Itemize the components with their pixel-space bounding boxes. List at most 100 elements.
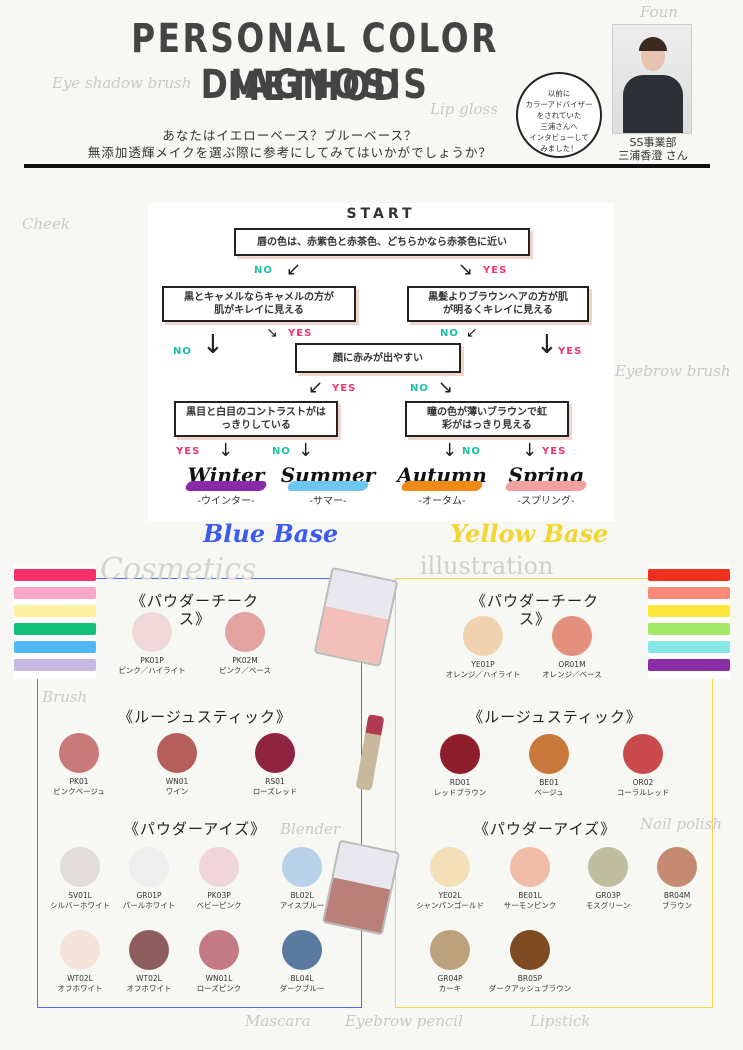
label-no: NO xyxy=(272,446,291,457)
swatch-circle xyxy=(132,612,172,652)
swatch-code: BL04L xyxy=(290,974,314,983)
arrow-icon: ↓ xyxy=(536,330,558,360)
swatch-name: アイスブルー xyxy=(279,901,325,910)
swatch-code: PK03P xyxy=(207,891,231,900)
label-yes: YES xyxy=(558,346,583,357)
swatch-code: PK01P xyxy=(140,656,164,665)
swatch-name: ベビーピンク xyxy=(196,901,242,910)
interviewee-caption: SS事業部 三浦香澄 さん xyxy=(605,136,701,162)
label-no: NO xyxy=(254,265,273,276)
palette-bar xyxy=(14,587,96,599)
swatch-name: シルバーホワイト xyxy=(50,901,110,910)
palette-bar xyxy=(14,569,96,581)
speech-bubble: 以前に カラーアドバイザー をされていた 三浦さんへ インタビューして みました… xyxy=(516,72,602,158)
swatch-circle xyxy=(255,733,295,773)
swatch-code: RS01 xyxy=(265,777,285,786)
swatch-name: カーキ xyxy=(438,984,462,993)
swatch-circle xyxy=(623,734,663,774)
swatch-name: ローズレッド xyxy=(252,787,298,796)
swatch-code: BL02L xyxy=(290,891,314,900)
swatch-name: ブラウン xyxy=(662,901,692,910)
swatch-code: GR03P xyxy=(595,891,621,900)
swatch-code: SV01L xyxy=(68,891,92,900)
bubble-text: みました！ xyxy=(540,144,578,153)
arrow-icon: ↓ xyxy=(218,440,234,461)
bubble-text: をされていた xyxy=(536,111,582,120)
question-redness: 顔に赤みが出やすい xyxy=(295,343,461,373)
swatch-code: WN01 xyxy=(165,777,189,786)
swatch-name: ダークアッシュブラウン xyxy=(488,984,572,993)
subtitle: あなたはイエローベース？ブルーベース？ xyxy=(162,128,418,143)
swatch-circle xyxy=(282,847,322,887)
yellow-base-label: Yellow Base xyxy=(450,519,609,548)
arrow-icon: ↘ xyxy=(438,377,454,398)
yellow-base-frame xyxy=(395,578,713,1008)
yellow-eyes-title: 《パウダーアイズ》 xyxy=(473,820,617,838)
page-title: PERSONAL COLOR DIAGNOSIS xyxy=(131,16,499,108)
palette-bar xyxy=(14,659,96,671)
question-contrast: 黒目と白目のコントラストがはっきりしている xyxy=(174,401,338,437)
bg-label: Cosmetics xyxy=(100,552,257,587)
bg-label: Brush xyxy=(42,688,88,706)
season-winter: Winter-ウインター- xyxy=(176,463,276,507)
swatch-code: PK01 xyxy=(69,777,89,786)
flow-start: START xyxy=(346,206,416,222)
bg-label: Lip gloss xyxy=(430,100,498,118)
swatch-circle xyxy=(129,847,169,887)
arrow-icon: ↙ xyxy=(286,259,302,280)
label-yes: YES xyxy=(288,328,313,339)
swatch-name: ピンクベージュ xyxy=(53,787,105,796)
swatch-circle xyxy=(510,847,550,887)
bg-label: Mascara xyxy=(245,1012,311,1030)
bubble-text: カラーアドバイザー xyxy=(525,100,593,109)
question-iris: 瞳の色が薄いブラウンで虹彩がはっきり見える xyxy=(405,401,569,437)
label-no: NO xyxy=(462,446,481,457)
blue-cheeks-title: 《パウダーチークス》 xyxy=(130,592,259,628)
arrow-icon: ↙ xyxy=(308,377,324,398)
swatch-name: オフホワイト xyxy=(57,984,103,993)
brush-stroke xyxy=(400,481,484,491)
season-jp: -サマー- xyxy=(309,496,347,507)
blue-rouge-title: 《ルージュスティック》 xyxy=(118,708,292,726)
swatch-code: BE01 xyxy=(539,778,559,787)
swatch-circle xyxy=(129,930,169,970)
bg-label: Cheek xyxy=(22,215,70,233)
palette-bar xyxy=(14,605,96,617)
swatch-name: モスグリーン xyxy=(585,901,631,910)
swatch-circle xyxy=(657,847,697,887)
swatch-circle xyxy=(199,930,239,970)
swatch-circle xyxy=(588,847,628,887)
interviewee-name: 三浦香澄 さん xyxy=(618,149,688,162)
swatch-circle xyxy=(225,612,265,652)
arrow-icon: ↘ xyxy=(458,259,474,280)
swatch-circle xyxy=(440,734,480,774)
flowchart: START 唇の色は、赤紫色と赤茶色、どちらかなら赤茶色に近い NO ↙ ↘ Y… xyxy=(148,203,614,521)
swatch-code: BE01L xyxy=(518,891,542,900)
label-no: NO xyxy=(173,346,192,357)
bg-label: Nail polish xyxy=(640,815,723,833)
label-yes: YES xyxy=(176,446,201,457)
blue-palette xyxy=(14,565,96,679)
swatch-code: OR02 xyxy=(632,778,654,787)
arrow-icon: ↙ xyxy=(466,325,478,341)
swatch-name: オフホワイト xyxy=(126,984,172,993)
swatch-name: コーラルレッド xyxy=(616,788,670,797)
brush-stroke xyxy=(184,481,268,491)
question-brown-hair: 黒髪よりブラウンヘアの方が肌が明るくキレイに見える xyxy=(407,286,589,322)
page-title-line2: METHOD xyxy=(227,64,403,110)
question-lip-color: 唇の色は、赤紫色と赤茶色、どちらかなら赤茶色に近い xyxy=(234,228,530,256)
interviewee-photo xyxy=(612,24,692,134)
label-no: NO xyxy=(410,383,429,394)
swatch-code: GR04P xyxy=(437,974,463,983)
